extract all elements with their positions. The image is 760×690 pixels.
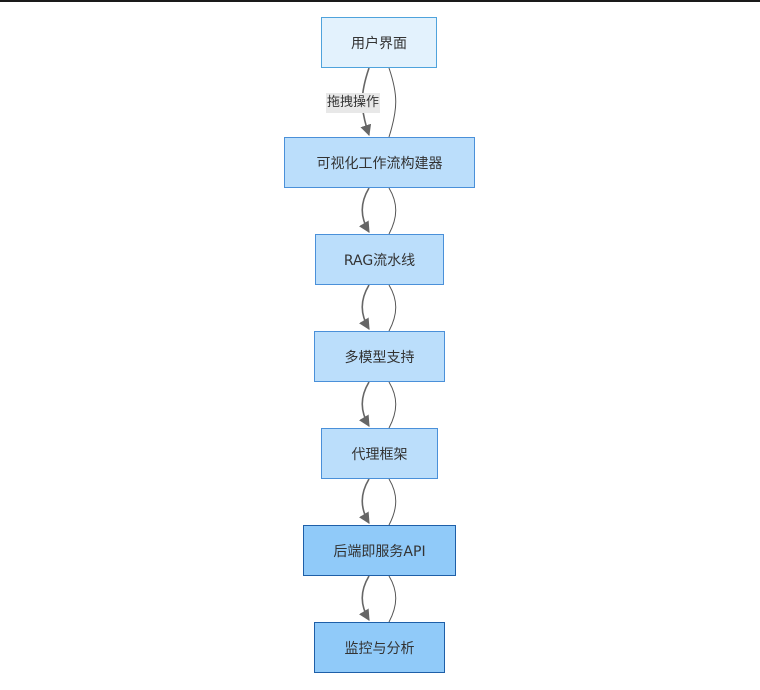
edge-arrow-builder-rag: [359, 187, 370, 233]
edge-return-monitor-baas: [388, 575, 397, 623]
node-monitor: 监控与分析: [314, 622, 445, 673]
edge-return-models-rag: [388, 284, 397, 332]
edge-label-drag: 拖拽操作: [326, 93, 381, 113]
edge-return-baas-agent: [388, 478, 397, 526]
edge-arrow-agent-baas: [359, 478, 370, 524]
edge-arrow-baas-monitor: [359, 575, 370, 621]
node-builder: 可视化工作流构建器: [284, 137, 475, 188]
edge-return-rag-builder: [388, 187, 397, 235]
edge-arrow-rag-models: [359, 284, 370, 330]
edge-return-builder-ui: [388, 67, 397, 138]
node-rag: RAG流水线: [315, 234, 444, 285]
node-baas: 后端即服务API: [303, 525, 456, 576]
node-ui: 用户界面: [321, 17, 437, 68]
node-agent: 代理框架: [321, 428, 438, 479]
node-models: 多模型支持: [314, 331, 445, 382]
top-border: [0, 0, 760, 2]
edge-return-agent-models: [388, 381, 397, 429]
edge-arrow-models-agent: [359, 381, 370, 427]
